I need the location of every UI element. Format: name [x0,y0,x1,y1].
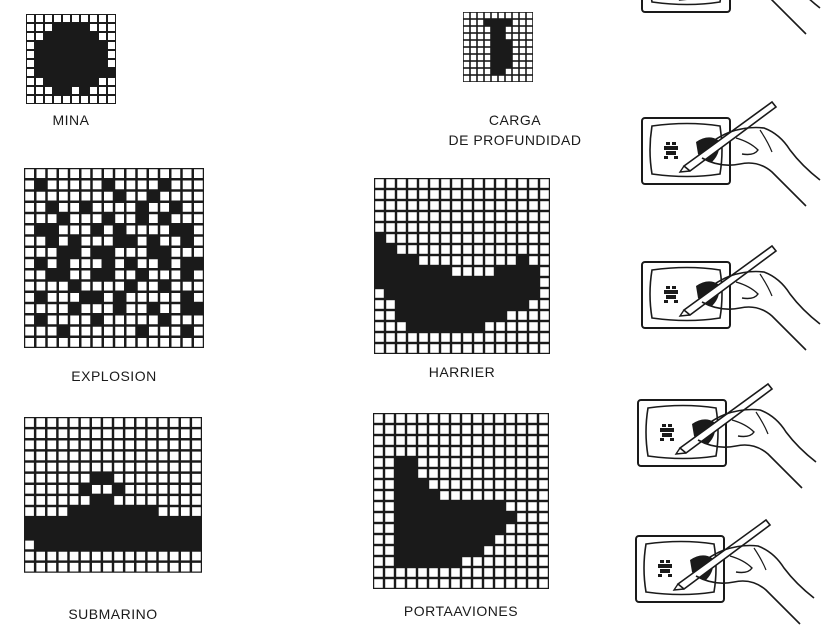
mina-sprite-grid [26,14,116,104]
carga-label-line1: CARGA [440,110,590,130]
carga-label: CARGA DE PROFUNDIDAD [440,110,590,150]
hand-with-lightpen-icon [634,512,824,642]
lightpen-illustration-4 [636,376,826,506]
hand-with-lightpen-icon [636,376,826,506]
carga-de-profundidad-sprite-grid [463,12,533,82]
explosion-grid-svg [24,168,204,348]
lightpen-illustration-2 [640,94,830,224]
hand-with-lightpen-icon [640,238,830,368]
submarino-label: SUBMARINO [24,604,202,624]
portaaviones-sprite-grid [373,413,549,589]
harrier-label: HARRIER [374,362,550,382]
lightpen-illustration-5 [634,512,824,642]
explosion-label: EXPLOSION [24,366,204,386]
lightpen-illustration-1 [640,0,830,52]
harrier-grid-svg [374,178,550,354]
portaaviones-grid-svg [373,413,549,589]
hand-with-lightpen-icon [640,94,830,224]
submarino-sprite-grid [24,417,202,573]
lightpen-illustration-3 [640,238,830,368]
hand-with-lightpen-icon [640,0,830,52]
harrier-sprite-grid [374,178,550,354]
explosion-sprite-grid [24,168,204,348]
portaaviones-label: PORTAAVIONES [373,601,549,621]
submarino-grid-svg [24,417,202,573]
carga-label-line2: DE PROFUNDIDAD [440,130,590,150]
mina-label: MINA [26,110,116,130]
carga-grid-svg [463,12,533,82]
mina-grid-svg [26,14,116,104]
